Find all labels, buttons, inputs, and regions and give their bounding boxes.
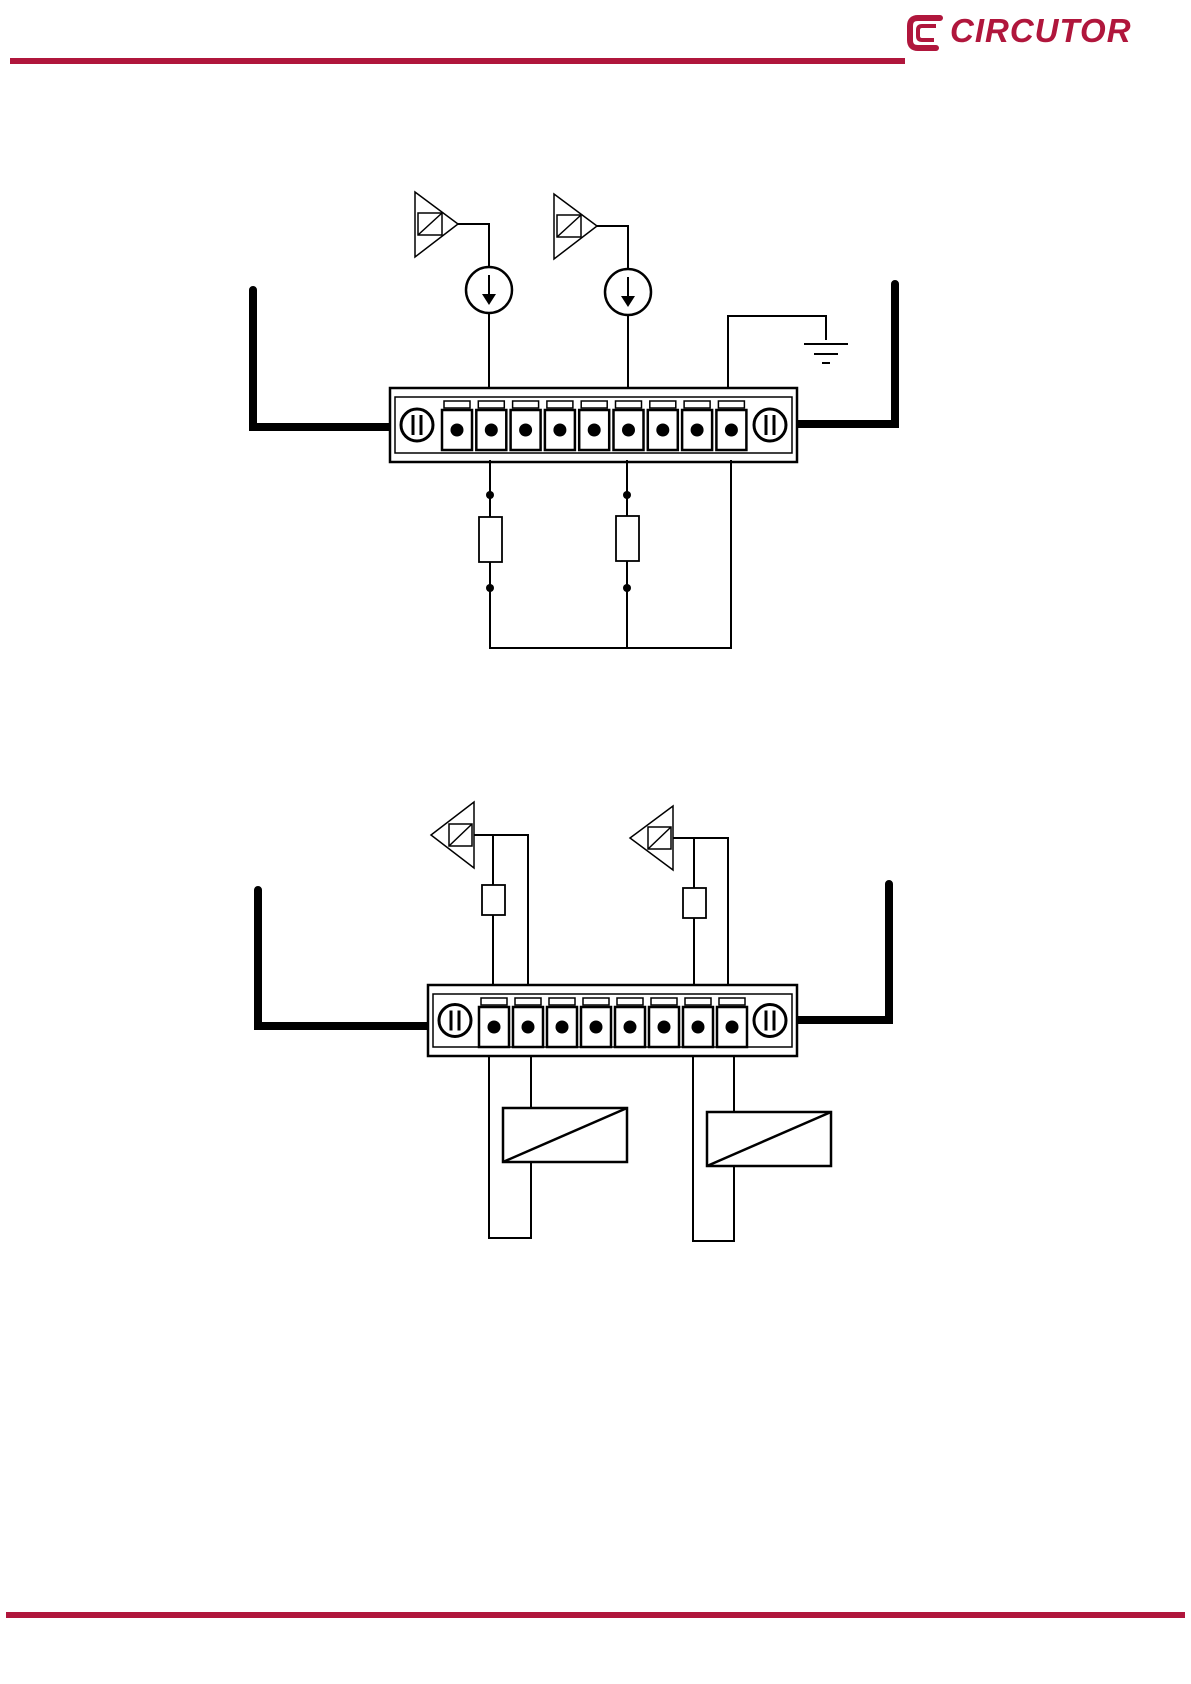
terminal-icon	[547, 998, 577, 1047]
terminal-icon	[579, 401, 609, 450]
terminal-icon	[479, 998, 509, 1047]
terminal-icon	[476, 401, 506, 450]
cable-right	[795, 884, 889, 1020]
terminal-block	[428, 985, 797, 1056]
terminal-icon	[648, 401, 678, 450]
resistor-icon	[482, 885, 505, 915]
resistor-icon	[479, 517, 502, 562]
screw-icon	[401, 409, 433, 441]
circutor-c-logo-icon	[906, 12, 948, 54]
terminal-icon	[649, 998, 679, 1047]
relay-coil-icon	[707, 1112, 831, 1166]
cable-left	[253, 290, 393, 427]
terminal-icon	[716, 401, 746, 450]
header-rule	[10, 58, 905, 64]
brand-name: CIRCUTOR	[950, 12, 1132, 50]
terminal-icon	[682, 401, 712, 450]
sensor-icon	[554, 194, 597, 259]
sensor-icon	[415, 192, 458, 257]
terminal-block	[390, 388, 797, 462]
current-source-icon	[466, 267, 512, 313]
cable-left	[258, 890, 430, 1026]
resistor-icon	[616, 516, 639, 561]
terminal-icon	[683, 998, 713, 1047]
screw-icon	[439, 1005, 471, 1037]
terminal-icon	[513, 998, 543, 1047]
current-output-wiring-diagram	[0, 180, 1191, 660]
ground-icon	[804, 344, 848, 363]
sensor-icon	[630, 806, 673, 870]
brand-logo: CIRCUTOR	[906, 10, 1126, 58]
screw-icon	[754, 409, 786, 441]
footer-rule	[6, 1612, 1185, 1618]
screw-icon	[754, 1005, 786, 1037]
current-source-icon	[605, 269, 651, 315]
terminal-icon	[545, 401, 575, 450]
sensor-icon	[431, 802, 474, 868]
relay-output-wiring-diagram	[0, 790, 1191, 1270]
terminal-icon	[717, 998, 747, 1047]
cable-right	[795, 284, 895, 424]
terminal-icon	[581, 998, 611, 1047]
terminal-icon	[442, 401, 472, 450]
terminal-icon	[511, 401, 541, 450]
resistor-icon	[683, 888, 706, 918]
terminal-icon	[614, 401, 644, 450]
relay-coil-icon	[503, 1108, 627, 1162]
terminal-icon	[615, 998, 645, 1047]
